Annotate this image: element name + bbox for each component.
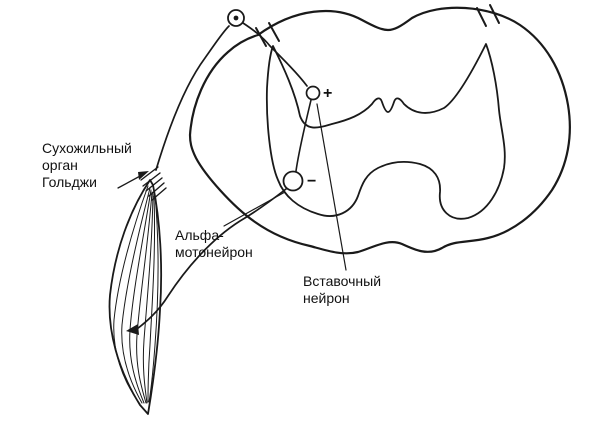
root-tick-marks-right (476, 4, 500, 27)
efferent-fiber (136, 188, 287, 330)
interneuron-cell (305, 85, 321, 101)
muscle-fibers (113, 185, 159, 405)
muscle-outline (108, 179, 163, 415)
golgi-label-arrow (117, 171, 149, 189)
alpha-label-line (223, 191, 286, 227)
afferent-fiber (155, 25, 230, 171)
golgi-tendon-organ-label: Сухожильный орган Гольджи (42, 140, 132, 190)
interneuron-axon (295, 99, 312, 172)
interneuron-label-line1: Вставочный (303, 273, 381, 289)
alpha-motoneuron-label: Альфа- мотонейрон (175, 227, 253, 260)
efferent-terminal-arrowhead (126, 324, 139, 335)
golgi-label-line1: Сухожильный (42, 140, 132, 156)
interneuron-label: Вставочный нейрон (303, 273, 381, 306)
alpha-label-line2: мотонейрон (175, 244, 253, 260)
tendon-organ-hatching (140, 166, 167, 201)
alpha-motoneuron-cell (282, 170, 304, 192)
excitatory-synapse-sign: + (323, 85, 332, 102)
alpha-label-line1: Альфа- (175, 227, 224, 243)
inhibitory-synapse-sign: − (307, 173, 316, 190)
gray-matter-butterfly (265, 43, 506, 220)
dorsal-root-ganglion (227, 9, 245, 27)
interneuron-label-line (316, 103, 347, 271)
golgi-label-line2: орган (42, 157, 78, 173)
spinal-cord-outline (188, 6, 571, 255)
interneuron-label-line2: нейрон (303, 290, 350, 306)
golgi-label-line3: Гольджи (42, 174, 97, 190)
afferent-fiber-central (242, 22, 308, 87)
